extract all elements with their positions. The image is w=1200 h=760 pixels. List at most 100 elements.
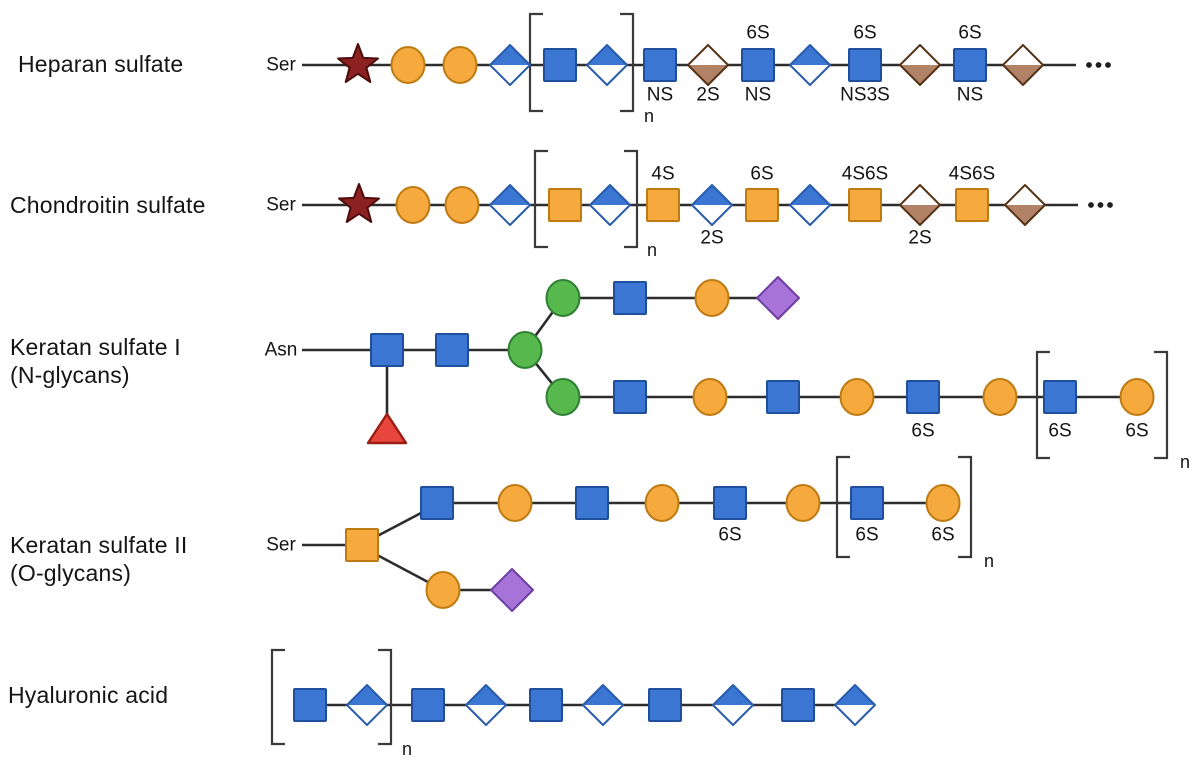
row-title: Hyaluronic acid xyxy=(8,682,168,708)
glycan-square-blue-icon xyxy=(529,688,563,722)
glycan-square-blue-icon xyxy=(543,48,577,82)
sulfation-label: 6S xyxy=(855,525,878,546)
sulfation-label: 6S xyxy=(718,525,741,546)
sulfation-label: NS xyxy=(745,85,771,106)
glycan-diamond-blue-white-icon xyxy=(582,684,624,726)
glycan-square-blue-icon xyxy=(613,380,647,414)
glycan-diamond-white-brown-icon xyxy=(1002,44,1044,86)
repeat-count-label: n xyxy=(402,739,412,759)
glycan-diamond-white-brown-icon xyxy=(1004,184,1046,226)
glycan-circle-orange-icon xyxy=(497,484,533,522)
glycan-square-blue-icon xyxy=(713,486,747,520)
ellipsis-dots xyxy=(1086,62,1111,68)
glycan-square-blue-icon xyxy=(643,48,677,82)
glycan-circle-orange-icon xyxy=(390,46,426,84)
glycan-diamond-blue-white-icon xyxy=(489,44,531,86)
glycan-square-orange-icon xyxy=(548,188,582,222)
repeat-bracket-right xyxy=(378,648,393,746)
glycan-circle-green-icon xyxy=(545,378,581,416)
glycan-star-icon xyxy=(337,43,379,83)
sulfation-label: 6S xyxy=(958,23,981,44)
row-keratan-sulfate-1: n 6S 6S 6S Asn Keratan sulfate I(N-glycans) xyxy=(10,276,1190,472)
glycan-square-orange-icon xyxy=(848,188,882,222)
repeat-count-label: n xyxy=(644,106,654,126)
glycan-diamond-blue-white-icon xyxy=(789,184,831,226)
anchor-residue-label: Ser xyxy=(266,195,296,216)
glycan-circle-orange-icon xyxy=(395,186,431,224)
glycan-triangle-red-icon xyxy=(366,412,408,445)
sulfation-label: 6S xyxy=(853,23,876,44)
repeat-bracket-left xyxy=(1035,350,1050,460)
glycan-diamond-blue-white-icon xyxy=(789,44,831,86)
anchor-residue-label: Ser xyxy=(266,55,296,76)
sulfation-label: 6S xyxy=(911,421,934,442)
glycan-square-blue-icon xyxy=(613,281,647,315)
glycan-diamond-blue-white-icon xyxy=(586,44,628,86)
repeat-bracket-right xyxy=(1154,350,1169,460)
ellipsis-dots xyxy=(1088,202,1113,208)
glycan-square-blue-icon xyxy=(420,486,454,520)
sulfation-label: 6S xyxy=(750,164,773,185)
glycan-circle-orange-icon xyxy=(692,378,728,416)
glycan-circle-orange-icon xyxy=(785,484,821,522)
repeat-count-label: n xyxy=(984,551,994,571)
glycan-square-blue-icon xyxy=(848,48,882,82)
anchor-residue-label: Ser xyxy=(266,535,296,556)
glycan-diamond-white-brown-icon xyxy=(899,44,941,86)
row-hyaluronic-acid: n Hyaluronic acid xyxy=(8,648,876,759)
glycan-square-blue-icon xyxy=(741,48,775,82)
repeat-bracket-left xyxy=(528,12,543,113)
glycan-diamond-blue-white-icon xyxy=(465,684,507,726)
sulfation-label: NS3S xyxy=(840,85,890,106)
glycan-square-blue-icon xyxy=(293,688,327,722)
glycan-star-icon xyxy=(338,183,380,223)
glycan-square-blue-icon xyxy=(370,333,404,367)
row-title: Keratan sulfate II xyxy=(10,532,187,558)
sulfation-label: 2S xyxy=(700,228,723,249)
glycan-diamond-purple-icon xyxy=(756,276,800,320)
glycan-diamond-blue-white-icon xyxy=(346,684,388,726)
glycan-square-orange-icon xyxy=(955,188,989,222)
repeat-count-label: n xyxy=(1180,452,1190,472)
glycan-square-blue-icon xyxy=(648,688,682,722)
glycan-circle-orange-icon xyxy=(982,378,1018,416)
glycan-circle-green-icon xyxy=(507,331,543,369)
sulfation-label: 6S xyxy=(1125,421,1148,442)
glycan-diamond-blue-white-icon xyxy=(489,184,531,226)
row-title: Keratan sulfate I xyxy=(10,334,181,360)
glycan-circle-orange-icon xyxy=(694,279,730,317)
anchor-residue-label: Asn xyxy=(265,340,298,361)
row-title: Heparan sulfate xyxy=(18,51,183,77)
glycan-square-blue-icon xyxy=(850,486,884,520)
glycan-circle-orange-icon xyxy=(425,571,461,609)
glycan-circle-orange-icon xyxy=(442,46,478,84)
glycan-circle-orange-icon xyxy=(644,484,680,522)
row-subtitle: (N-glycans) xyxy=(10,362,130,388)
glycan-square-blue-icon xyxy=(411,688,445,722)
sulfation-label: NS xyxy=(957,85,983,106)
sulfation-label: 2S xyxy=(908,228,931,249)
glycan-square-blue-icon xyxy=(1043,380,1077,414)
repeat-bracket-right xyxy=(620,12,635,113)
glycan-square-blue-icon xyxy=(435,333,469,367)
row-title: Chondroitin sulfate xyxy=(10,192,206,218)
sulfation-label: NS xyxy=(647,85,673,106)
glycan-square-blue-icon xyxy=(781,688,815,722)
glycan-circle-orange-icon xyxy=(1119,378,1155,416)
glycan-square-blue-icon xyxy=(766,380,800,414)
glycan-diamond-blue-white-icon xyxy=(712,684,754,726)
glycan-diamond-white-brown-icon xyxy=(687,44,729,86)
sulfation-label: 4S6S xyxy=(842,164,888,185)
sulfation-label: 6S xyxy=(1048,421,1071,442)
glycan-circle-orange-icon xyxy=(839,378,875,416)
glycan-diamond-blue-white-icon xyxy=(834,684,876,726)
glycan-diamond-blue-white-icon xyxy=(691,184,733,226)
repeat-bracket-right xyxy=(624,149,639,249)
glycan-diamond-blue-white-icon xyxy=(589,184,631,226)
sulfation-label: 4S xyxy=(651,164,674,185)
glycan-square-orange-icon xyxy=(345,528,379,562)
repeat-bracket-left xyxy=(270,648,285,746)
